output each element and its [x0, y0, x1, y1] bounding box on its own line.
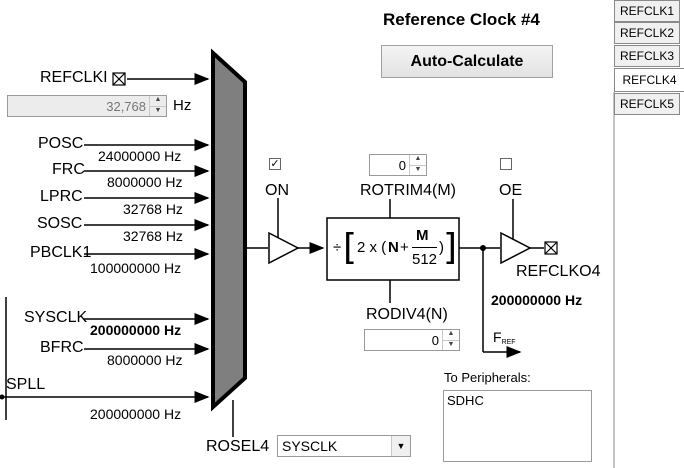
input-posc-freq: 24000000 Hz [98, 148, 182, 164]
input-frc-freq: 8000000 Hz [107, 174, 183, 190]
input-lprc-label: LPRC [40, 188, 83, 205]
fref-main: F [493, 329, 502, 345]
rosel-value: SYSCLK [282, 438, 338, 454]
spinner-arrows-icon[interactable]: ▲▼ [149, 96, 166, 116]
divider-formula: ÷ [ 2 x ( N + M 512 ) ] [333, 225, 457, 273]
formula-den: 512 [412, 251, 438, 268]
rodiv-value: 0 [431, 332, 439, 348]
input-posc-label: POSC [38, 135, 84, 152]
input-pbclk1-label: PBCLK1 [30, 244, 92, 261]
input-sosc-freq: 32768 Hz [123, 228, 183, 244]
refclko-freq: 200000000 Hz [491, 292, 583, 308]
oe-label: OE [499, 182, 523, 199]
bracket-left-icon: [ [343, 227, 358, 268]
chevron-down-icon[interactable]: ▼ [391, 436, 410, 456]
divide-symbol: ÷ [333, 239, 342, 256]
divider-box [326, 217, 460, 281]
on-checkbox[interactable]: ✓ [269, 158, 281, 170]
formula-close: ) [439, 239, 444, 256]
refclki-unit: Hz [173, 97, 192, 114]
fref-sub: REF [501, 339, 516, 346]
peripherals-label: To Peripherals: [444, 370, 531, 385]
tab-refclk1[interactable]: REFCLK1 [614, 0, 680, 22]
input-sysclk-freq: 200000000 Hz [90, 322, 182, 338]
input-frc-label: FRC [52, 161, 85, 178]
input-pbclk1-freq: 100000000 Hz [90, 260, 182, 276]
refclki-label: REFCLKI [40, 69, 108, 86]
formula-two: 2 x ( [357, 239, 387, 256]
fraction-bar [412, 247, 437, 248]
page-title: Reference Clock #4 [383, 10, 540, 29]
tab-refclk5[interactable]: REFCLK5 [614, 93, 680, 115]
rotrim-value: 0 [398, 157, 406, 173]
input-lprc-freq: 32768 Hz [123, 201, 183, 217]
tab-refclk4[interactable]: REFCLK4 [614, 68, 684, 92]
input-bfrc-label: BFRC [40, 339, 84, 356]
mux-shape [211, 48, 247, 412]
tab-refclk3[interactable]: REFCLK3 [614, 45, 680, 67]
refclko-label: REFCLKO4 [516, 263, 601, 280]
spinner-arrows-icon[interactable]: ▲▼ [409, 155, 426, 175]
fref-label: FREF [493, 329, 516, 346]
formula-n: N [388, 239, 399, 256]
rodiv-label: RODIV4(N) [366, 306, 448, 323]
oe-checkbox[interactable] [500, 158, 512, 170]
rotrim-label: ROTRIM4(M) [360, 182, 456, 199]
formula-m: M [416, 227, 429, 244]
input-sosc-label: SOSC [37, 215, 83, 232]
input-bfrc-freq: 8000000 Hz [107, 352, 183, 368]
rodiv-input[interactable]: 0 ▲▼ [364, 329, 460, 351]
rotrim-input[interactable]: 0 ▲▼ [369, 154, 427, 176]
rosel-select[interactable]: SYSCLK ▼ [277, 435, 411, 457]
input-sysclk-label: SYSCLK [24, 309, 88, 326]
list-item[interactable]: SDHC [447, 393, 484, 408]
input-spll-label: SPLL [6, 376, 46, 393]
spinner-arrows-icon[interactable]: ▲▼ [442, 330, 459, 350]
refclki-freq-input[interactable]: 32,768 ▲▼ [7, 95, 167, 117]
rosel-label: ROSEL4 [206, 438, 270, 455]
auto-calculate-button[interactable]: Auto-Calculate [381, 45, 553, 78]
on-label: ON [265, 182, 289, 199]
input-spll-freq: 200000000 Hz [90, 406, 182, 422]
formula-plus: + [400, 239, 409, 256]
refclki-freq-value: 32,768 [106, 98, 146, 114]
bracket-right-icon: ] [443, 227, 458, 268]
peripherals-list[interactable]: SDHC [443, 390, 592, 462]
tab-refclk2[interactable]: REFCLK2 [614, 22, 680, 44]
